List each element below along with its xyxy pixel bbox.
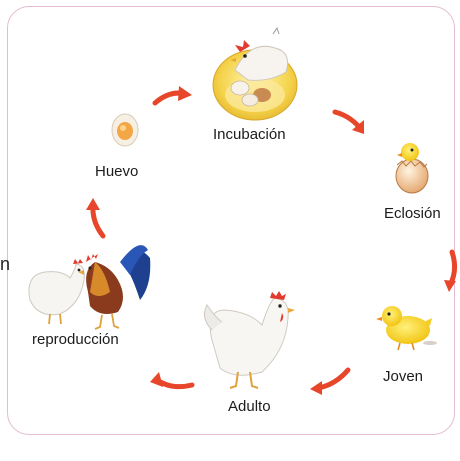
stage-label-joven: Joven bbox=[383, 368, 424, 385]
arrow-huevo-to-incubacion-icon bbox=[152, 86, 192, 106]
arrow-incubacion-to-eclosion-icon bbox=[332, 109, 364, 134]
stage-label-eclosion: Eclosión bbox=[384, 205, 441, 222]
arrow-joven-to-adulto-icon bbox=[310, 367, 351, 395]
stage-label-huevo: Huevo bbox=[95, 163, 139, 180]
egg-illustration bbox=[111, 113, 139, 147]
stage-label-incubacion: Incubación bbox=[213, 126, 286, 143]
arrow-adulto-to-reproduccion-icon bbox=[150, 372, 195, 390]
stage-label-reproduccion: reproducción bbox=[32, 331, 119, 348]
arrow-reproduccion-to-huevo-icon bbox=[86, 198, 106, 239]
cycle-arrows bbox=[86, 86, 458, 395]
hatching-chick-illustration bbox=[395, 143, 429, 194]
hen-and-rooster-illustration bbox=[28, 245, 151, 330]
cropped-side-text: n bbox=[0, 254, 11, 274]
young-chick-illustration bbox=[376, 306, 437, 351]
arrow-eclosion-to-joven-icon bbox=[444, 249, 458, 292]
hen-on-nest-illustration bbox=[212, 26, 298, 121]
adult-hen-illustration bbox=[203, 291, 295, 389]
stage-label-adulto: Adulto bbox=[228, 398, 271, 415]
